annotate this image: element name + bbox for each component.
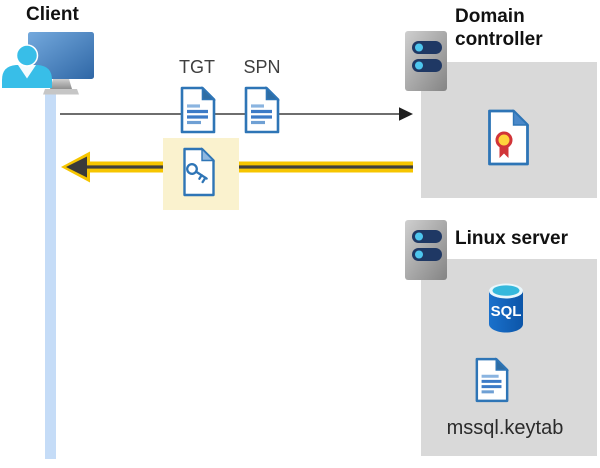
client-title: Client	[26, 4, 79, 25]
response-arrowhead-icon	[66, 156, 87, 178]
ribbon-icon	[499, 145, 509, 158]
seal-icon	[495, 131, 513, 149]
domain-controller-title: Domain controller	[455, 6, 543, 50]
monitor-base-icon	[43, 89, 79, 95]
key-document-icon	[183, 147, 216, 197]
server-led-icon	[415, 61, 423, 70]
request-arrow	[60, 107, 413, 121]
server-led-icon	[415, 250, 423, 259]
tgt-label: TGT	[179, 57, 215, 77]
key-icon	[186, 163, 208, 184]
server-led-icon	[415, 232, 423, 241]
spn-label: SPN	[243, 57, 281, 77]
folded-corner-icon	[512, 109, 530, 126]
folded-corner-icon	[495, 357, 509, 371]
linux-server-icon	[405, 220, 447, 280]
sql-database-icon: SQL	[489, 283, 523, 333]
request-arrowhead-icon	[399, 107, 413, 121]
domain-controller-server-icon	[405, 31, 447, 91]
person-collar-icon	[18, 65, 36, 79]
folded-corner-icon	[201, 86, 216, 101]
monitor-stand-icon	[50, 79, 72, 89]
sql-label: SQL	[491, 303, 522, 320]
certificate-document-icon	[488, 109, 530, 166]
server-led-icon	[415, 43, 423, 52]
folded-corner-icon	[265, 86, 280, 101]
keytab-file-label: mssql.keytab	[446, 417, 564, 439]
client-lifeline	[45, 94, 56, 459]
client-user-computer-icon	[2, 32, 94, 95]
linux-server-title: Linux server	[455, 228, 568, 249]
spn-document-icon	[244, 86, 280, 134]
tgt-document-icon	[180, 86, 216, 134]
person-head-icon	[15, 44, 39, 67]
keytab-document-icon	[475, 357, 509, 403]
response-arrow-highlighted	[61, 151, 413, 183]
folded-corner-icon	[201, 147, 216, 162]
